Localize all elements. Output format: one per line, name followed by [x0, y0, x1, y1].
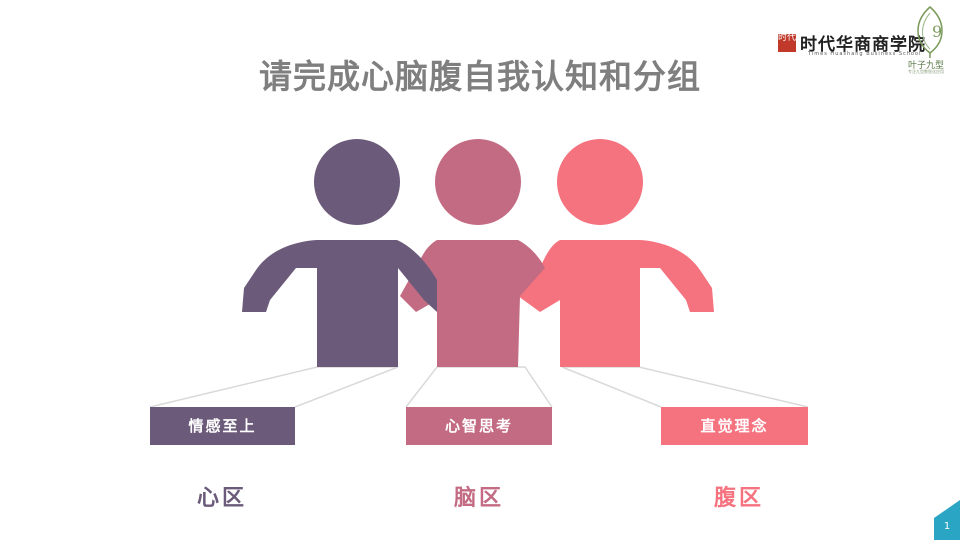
brand-logo: 9 叶子九型 专注九型数智化应用 [906, 3, 954, 74]
figure-heart [242, 139, 437, 367]
figure-brain [400, 139, 545, 367]
group-tag-gut: 直觉理念 [661, 407, 808, 445]
brand-name: 叶子九型 [908, 61, 945, 71]
school-logo: 时代 时代华商商学院 Times Huashang Business Schoo… [778, 30, 925, 60]
group-tag-heart: 情感至上 [150, 407, 295, 445]
figure-brain-body [400, 240, 545, 367]
page-number: 1 [943, 521, 951, 532]
svg-text:9: 9 [932, 22, 942, 41]
figure-heart-body [242, 240, 437, 367]
school-name: 时代华商商学院 [800, 35, 926, 55]
group-tag-brain: 心智思考 [406, 407, 552, 445]
brand-subtitle: 专注九型数智化应用 [908, 69, 944, 74]
figure-gut [518, 139, 714, 367]
figure-heart-head [314, 139, 400, 225]
zone-label-heart: 心区 [196, 486, 247, 511]
leaf-icon: 9 [917, 6, 943, 58]
school-name-en: Times Huashang Business School [808, 51, 922, 57]
page-title: 请完成心脑腹自我认知和分组 [259, 57, 701, 96]
school-seal-icon: 时代 [778, 34, 796, 52]
figure-gut-body [518, 240, 714, 367]
figure-brain-head [435, 139, 521, 225]
zone-label-brain: 脑区 [453, 486, 504, 511]
page-badge [934, 500, 960, 540]
zone-label-gut: 腹区 [713, 486, 764, 511]
figure-gut-head [557, 139, 643, 225]
connector-lines [149, 366, 809, 408]
